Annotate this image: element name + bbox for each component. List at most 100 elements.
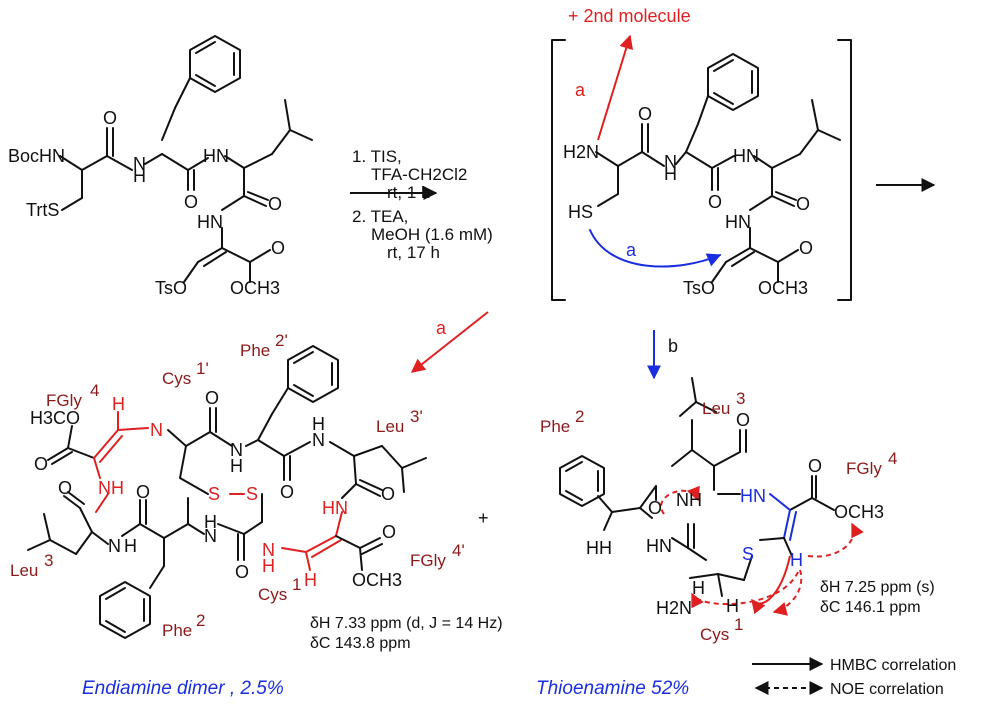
carbonyl-o-label: O — [708, 192, 722, 212]
residue-leu3: Leu — [702, 399, 730, 418]
residue-phe2-sup: 2 — [196, 611, 205, 630]
path-a-arrow — [597, 34, 633, 141]
residue-fgly4-sup: 4 — [90, 381, 99, 400]
thioenamine-bonds — [559, 377, 835, 597]
noe-arrow-4 — [660, 485, 700, 515]
dimer-labels: FGly 4 Cys 1' Phe 2' Leu 3' Leu 3 Phe 2 … — [10, 331, 503, 699]
noe-arrow-3 — [691, 571, 799, 609]
hn-label-2: HN — [646, 536, 672, 556]
ester-o-label: O — [799, 238, 813, 258]
och3-label: OCH3 — [834, 502, 884, 522]
sulfur-1: S — [208, 484, 220, 504]
path-a-blue-arrow — [589, 229, 722, 268]
tso-label: TsO — [155, 278, 187, 298]
amide-n-top2: N — [312, 430, 325, 450]
h-a-label: H — [692, 578, 705, 598]
amide-n-label: N — [133, 154, 146, 174]
residue-leu3: Leu — [10, 561, 38, 580]
h2n-label: H2N — [563, 142, 599, 162]
path-b-label: b — [668, 336, 678, 356]
sulfur-2: S — [246, 484, 258, 504]
hn-label-blue: HN — [740, 486, 766, 506]
hh-label: HH — [586, 538, 612, 558]
thio-nmr-c: δC 146.1 ppm — [820, 599, 921, 616]
residue-leu3-sup: 3 — [736, 389, 745, 408]
och3-label: OCH3 — [758, 278, 808, 298]
starting-material — [59, 35, 313, 283]
enamine-n-bottom: N — [262, 540, 275, 560]
carbonyl-o-1: O — [736, 410, 750, 430]
residue-phe2p-sup: 2' — [275, 331, 288, 350]
thio-correlations — [660, 485, 864, 616]
plus-sign: + — [478, 508, 489, 528]
carbonyl-o-2: O — [808, 456, 822, 476]
residue-phe2p: Phe — [240, 341, 270, 360]
amide-n-top1: N — [230, 440, 243, 460]
residue-leu3-sup: 3 — [44, 551, 53, 570]
condition-step1b: TFA-CH2Cl2 — [371, 165, 467, 184]
carbonyl-o-top2: O — [280, 482, 294, 502]
path-a-label: a — [436, 318, 447, 338]
carbonyl-o-label: O — [796, 194, 810, 214]
residue-fgly4-sup: 4 — [888, 449, 897, 468]
path-a-label-top: a — [575, 80, 586, 100]
carbonyl-o-label: O — [184, 192, 198, 212]
amide-h-top2: H — [312, 414, 325, 434]
amide-h-bottom2: H — [124, 536, 137, 556]
hn-right-label: HN — [322, 498, 348, 518]
carbonyl-o-top: O — [205, 388, 219, 408]
hn-label: HN — [725, 212, 751, 232]
dimer-bonds — [27, 345, 427, 639]
dimer-nmr-c: δC 143.8 ppm — [310, 635, 411, 652]
residue-fgly4p: FGly — [410, 551, 446, 570]
residue-fgly4: FGly — [46, 391, 82, 410]
och3-bottom: OCH3 — [352, 570, 402, 590]
amide-n-bottom2: N — [108, 536, 121, 556]
residue-phe2: Phe — [540, 417, 570, 436]
amide-hn-label: HN — [733, 146, 759, 166]
och3-label: OCH3 — [230, 278, 280, 298]
tso-label: TsO — [683, 278, 715, 298]
condition-step1: 1. TIS, — [352, 147, 402, 166]
path-a-down-arrow — [410, 311, 489, 373]
intermediate — [589, 34, 841, 283]
vinyl-h-label: H — [790, 550, 803, 570]
residue-cys1: Cys — [258, 585, 287, 604]
noe-arrow-2 — [807, 522, 864, 558]
amide-h-label: H — [664, 164, 677, 184]
path-a-label-blue: a — [626, 240, 637, 260]
enamine-n-top: N — [150, 420, 163, 440]
residue-phe2: Phe — [162, 621, 192, 640]
amide-n-bottom1: N — [204, 526, 217, 546]
residue-leu3p: Leu — [376, 417, 404, 436]
conditions: 1. TIS, TFA-CH2Cl2 rt, 1 h 2. TEA, MeOH … — [350, 147, 493, 262]
second-molecule-label: + 2nd molecule — [568, 6, 691, 26]
carbonyl-o-label: O — [103, 108, 117, 128]
residue-cys1: Cys — [700, 625, 729, 644]
residue-fgly4: FGly — [846, 459, 882, 478]
dimer-nmr-h: δH 7.33 ppm (d, J = 14 Hz) — [310, 615, 503, 632]
carbonyl-o-bottom2: O — [136, 482, 150, 502]
intermediate-labels: + 2nd molecule a a H2N HS O H N O HN HN … — [563, 6, 813, 298]
ester-o-bottom: O — [382, 522, 396, 542]
thioenamine-labels: Phe 2 Leu 3 FGly 4 Cys 1 NH HN O O OCH3 … — [536, 389, 935, 699]
vinyl-h-bottom: H — [304, 570, 317, 590]
residue-leu3p-sup: 3' — [410, 407, 423, 426]
thio-nmr-h: δH 7.25 ppm (s) — [820, 579, 935, 596]
legend-hmbc-label: HMBC correlation — [830, 657, 956, 674]
legend-noe-label: NOE correlation — [830, 681, 944, 698]
residue-cys1-sup: 1 — [292, 575, 301, 594]
starting-material-labels: BocHN TrtS O H N O HN HN O O TsO OCH3 — [8, 108, 285, 298]
residue-phe2-sup: 2 — [575, 407, 584, 426]
residue-cys1-sup: 1 — [734, 615, 743, 634]
ester-o-label: O — [271, 238, 285, 258]
bochn-label: BocHN — [8, 146, 65, 166]
carbonyl-o-label: O — [268, 194, 282, 214]
carbonyl-o-right: O — [381, 484, 395, 504]
condition-step2b: MeOH (1.6 mM) — [371, 225, 493, 244]
residue-fgly4p-sup: 4' — [452, 541, 465, 560]
hs-label: HS — [568, 202, 593, 222]
thio-yield: Thioenamine 52% — [536, 678, 689, 699]
ester-o-label: O — [34, 454, 48, 474]
amide-hn-label: HN — [203, 146, 229, 166]
